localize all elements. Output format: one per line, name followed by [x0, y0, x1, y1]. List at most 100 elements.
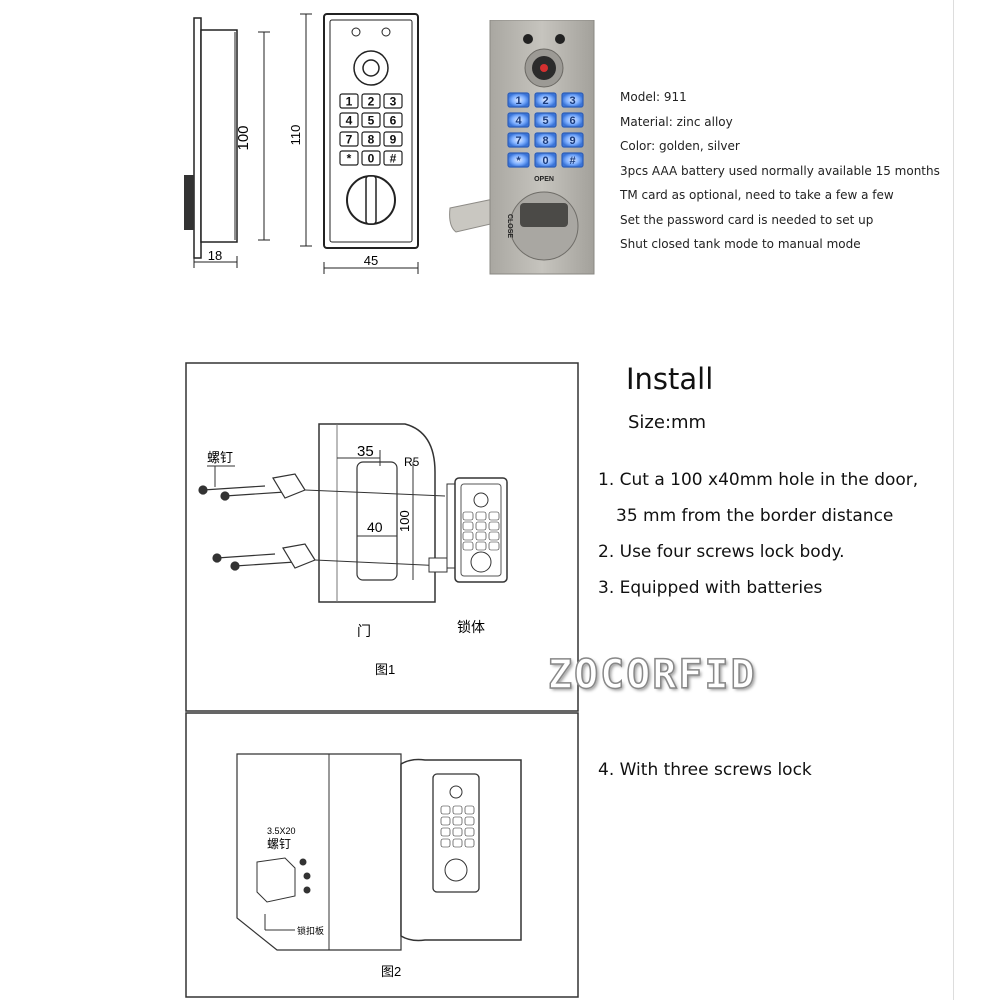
key-3 — [561, 92, 584, 108]
side-view — [184, 17, 238, 259]
spec-password-card: Set the password card is needed to set u… — [620, 213, 874, 227]
key-0 — [534, 152, 557, 168]
fig2-screw-label: 螺钉 — [267, 837, 291, 851]
key-star — [339, 150, 359, 166]
key-1 — [440, 805, 451, 815]
key-6 — [561, 112, 584, 128]
key-0 — [452, 838, 463, 848]
key-4 — [507, 112, 530, 128]
key-8 — [361, 131, 381, 147]
spec-model: Model: 911 — [620, 90, 687, 104]
key-label: * — [516, 155, 521, 167]
key-2 — [534, 92, 557, 108]
key-9 — [383, 131, 403, 147]
screw-label: 螺钉 — [207, 450, 233, 465]
key-label: 2 — [368, 94, 375, 108]
key-2 — [475, 511, 487, 521]
key-star — [462, 541, 474, 551]
key-star — [440, 838, 451, 848]
install-step-4: 4. With three screws lock — [598, 760, 812, 780]
key-hash — [464, 838, 475, 848]
key-6 — [464, 816, 475, 826]
key-label: 8 — [542, 135, 548, 147]
key-5 — [475, 521, 487, 531]
dim-45-label: 45 — [364, 253, 378, 268]
door-label: 门 — [357, 623, 371, 639]
key-1 — [339, 93, 359, 109]
key-1 — [462, 511, 474, 521]
key-0 — [361, 150, 381, 166]
key-label: 6 — [569, 115, 575, 127]
dim-100: 100 — [397, 510, 412, 532]
key-star — [507, 152, 530, 168]
install-step-2: 2. Use four screws lock body. — [598, 542, 845, 562]
cabinet-drawing — [236, 753, 402, 951]
key-6 — [383, 112, 403, 128]
dim-40: 40 — [367, 519, 383, 535]
key-4 — [440, 816, 451, 826]
key-hash — [561, 152, 584, 168]
key-9 — [464, 827, 475, 837]
key-8 — [452, 827, 463, 837]
key-2 — [452, 805, 463, 815]
lock-body-label: 锁体 — [457, 619, 485, 635]
key-3 — [488, 511, 500, 521]
spec-material: Material: zinc alloy — [620, 115, 733, 129]
spec-tm-card: TM card as optional, need to take a few … — [620, 188, 894, 202]
dim-18-label: 18 — [208, 248, 222, 263]
dim-35: 35 — [357, 443, 374, 460]
strike-plate-label: 锁扣板 — [297, 925, 324, 936]
key-7 — [440, 827, 451, 837]
key-2 — [361, 93, 381, 109]
key-0 — [475, 541, 487, 551]
close-label: CLOSE — [506, 214, 513, 238]
figure-1: 35 R5 40 100 螺钉 门 锁体 图1 — [185, 362, 579, 712]
key-5 — [452, 816, 463, 826]
page-edge-line — [953, 0, 954, 1000]
install-step-1-continued: 35 mm from the border distance — [616, 506, 894, 526]
figure-1-caption: 图1 — [375, 662, 395, 677]
key-label: 9 — [390, 132, 397, 146]
key-label: 7 — [346, 132, 353, 146]
key-8 — [534, 132, 557, 148]
key-label: 1 — [346, 94, 353, 108]
key-5 — [534, 112, 557, 128]
key-label: 8 — [368, 132, 375, 146]
key-7 — [339, 131, 359, 147]
spec-manual-mode: Shut closed tank mode to manual mode — [620, 237, 861, 251]
key-label: 9 — [569, 135, 575, 147]
brand-watermark: ZOCORFID — [547, 651, 757, 699]
key-5 — [361, 112, 381, 128]
key-3 — [464, 805, 475, 815]
key-7 — [462, 531, 474, 541]
door-hole — [356, 461, 398, 581]
install-step-1: 1. Cut a 100 x40mm hole in the door, — [598, 470, 919, 490]
dim-r5: R5 — [404, 455, 420, 469]
key-label: 7 — [515, 135, 521, 147]
key-9 — [488, 531, 500, 541]
key-hash — [383, 150, 403, 166]
figure-2: 3.5X20 螺钉 锁扣板 图2 — [185, 712, 579, 998]
key-4 — [339, 112, 359, 128]
key-label: 1 — [515, 95, 521, 107]
key-1 — [507, 92, 530, 108]
key-label: 3 — [569, 95, 575, 107]
key-label: 4 — [515, 115, 522, 127]
key-label: 4 — [346, 113, 353, 127]
key-3 — [383, 93, 403, 109]
key-9 — [561, 132, 584, 148]
key-label: 5 — [368, 113, 375, 127]
key-label: 0 — [542, 155, 548, 167]
spec-battery: 3pcs AAA battery used normally available… — [620, 164, 940, 178]
spec-color: Color: golden, silver — [620, 139, 740, 153]
thumb-turn — [520, 203, 568, 227]
key-label: 3 — [390, 94, 397, 108]
lock-body-drawing — [428, 477, 508, 583]
dim-110-label: 110 — [288, 125, 303, 146]
screw-size-label: 3.5X20 — [267, 826, 296, 836]
strike-plate — [256, 857, 296, 903]
key-label: # — [569, 155, 575, 167]
